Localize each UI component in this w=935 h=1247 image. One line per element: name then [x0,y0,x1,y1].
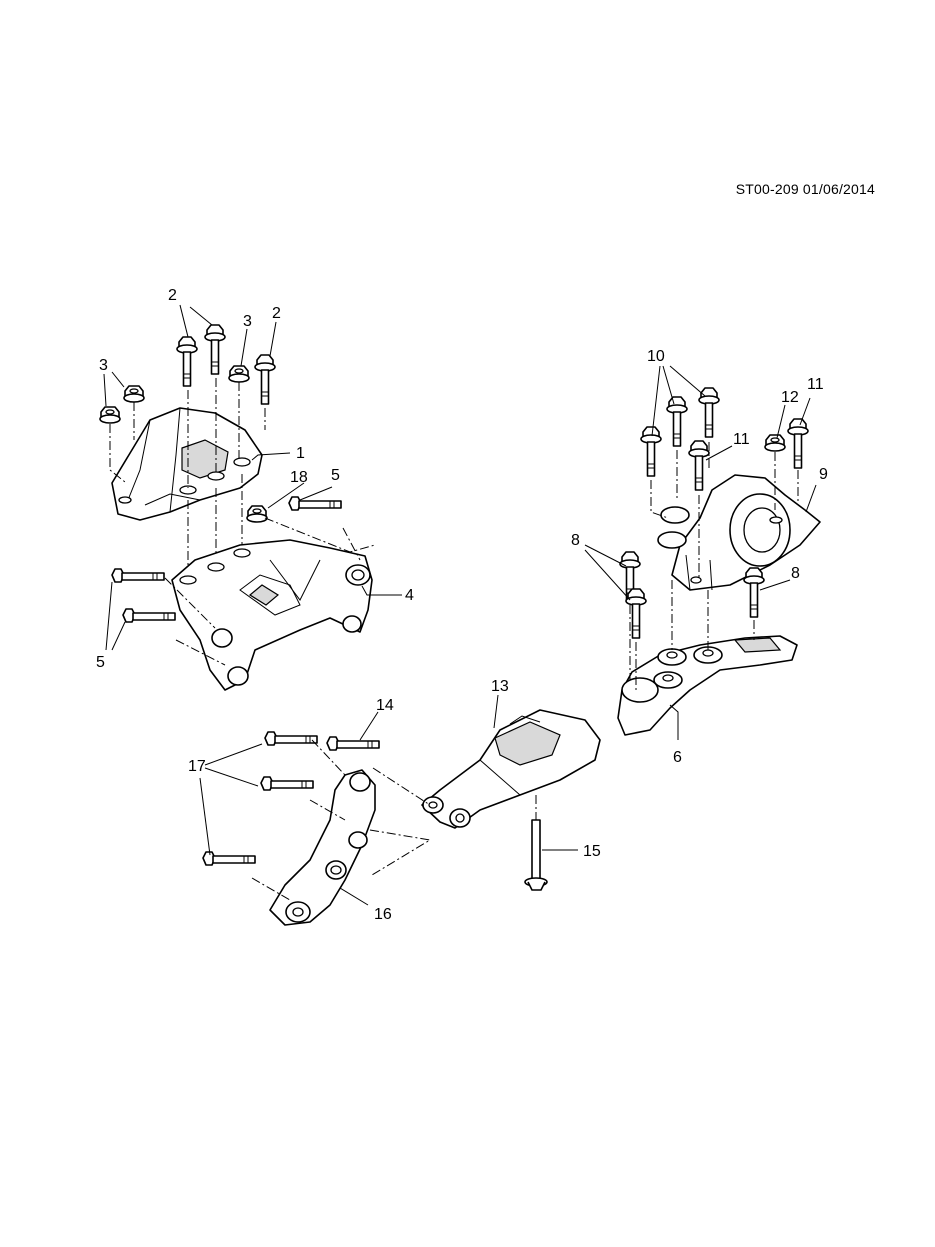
bolt-17-lower [202,851,256,866]
bolt-5-left-lower [122,608,176,623]
callout-1: 1 [296,445,305,462]
callout-13: 13 [491,678,509,695]
bolt-10-mid [666,396,688,447]
bolt-10-left [640,426,662,477]
bolt-10-right [698,387,720,438]
callout-18: 18 [290,469,308,486]
callout-5b: 5 [96,654,105,671]
callout-4: 4 [405,587,414,604]
callout-5a: 5 [331,467,340,484]
leader-lines [103,304,817,906]
nut-3-lower [99,406,121,424]
transmission-bracket-lower [617,635,798,736]
bolt-11-right [787,418,809,469]
mount-bracket [171,539,373,691]
callout-3b: 3 [99,357,108,374]
engine-mount-upper [111,407,263,521]
bolt-2-right [254,354,276,405]
bolt-17-upper [264,731,318,746]
callout-17: 17 [188,758,206,775]
callout-labels: 2 2 3 3 1 18 5 4 5 10 11 12 11 9 8 8 6 1… [96,287,828,923]
bolt-2-mid [204,324,226,375]
callout-6: 6 [673,749,682,766]
rear-mount [421,709,601,829]
callout-16: 16 [374,906,392,923]
callout-10: 10 [647,348,665,365]
bolt-5-left-upper [111,568,165,583]
callout-11b: 11 [733,431,750,448]
callout-2b: 2 [272,305,281,322]
nut-12 [764,434,786,452]
callout-2a: 2 [168,287,177,304]
washer-18 [246,505,268,523]
bolt-5-upper [288,496,342,511]
bolt-15 [524,819,548,891]
transmission-mount-upper [657,474,821,591]
bolt-17-mid [260,776,314,791]
callout-15: 15 [583,843,601,860]
bolt-8-right [743,567,765,618]
bolt-11-left [688,440,710,491]
callout-12: 12 [781,389,799,406]
callout-11a: 11 [807,376,824,393]
bolt-2-left [176,336,198,387]
rear-mount-bracket [269,769,376,926]
callout-8a: 8 [571,532,580,549]
callout-3a: 3 [243,313,252,330]
bolt-14 [326,736,380,751]
callout-14: 14 [376,697,394,714]
callout-9: 9 [819,466,828,483]
nut-3-right [228,365,250,383]
callout-8b: 8 [791,565,800,582]
bolt-8-lower [625,588,647,639]
document-reference: ST00-209 01/06/2014 [735,181,875,197]
nut-3-upper [123,385,145,403]
